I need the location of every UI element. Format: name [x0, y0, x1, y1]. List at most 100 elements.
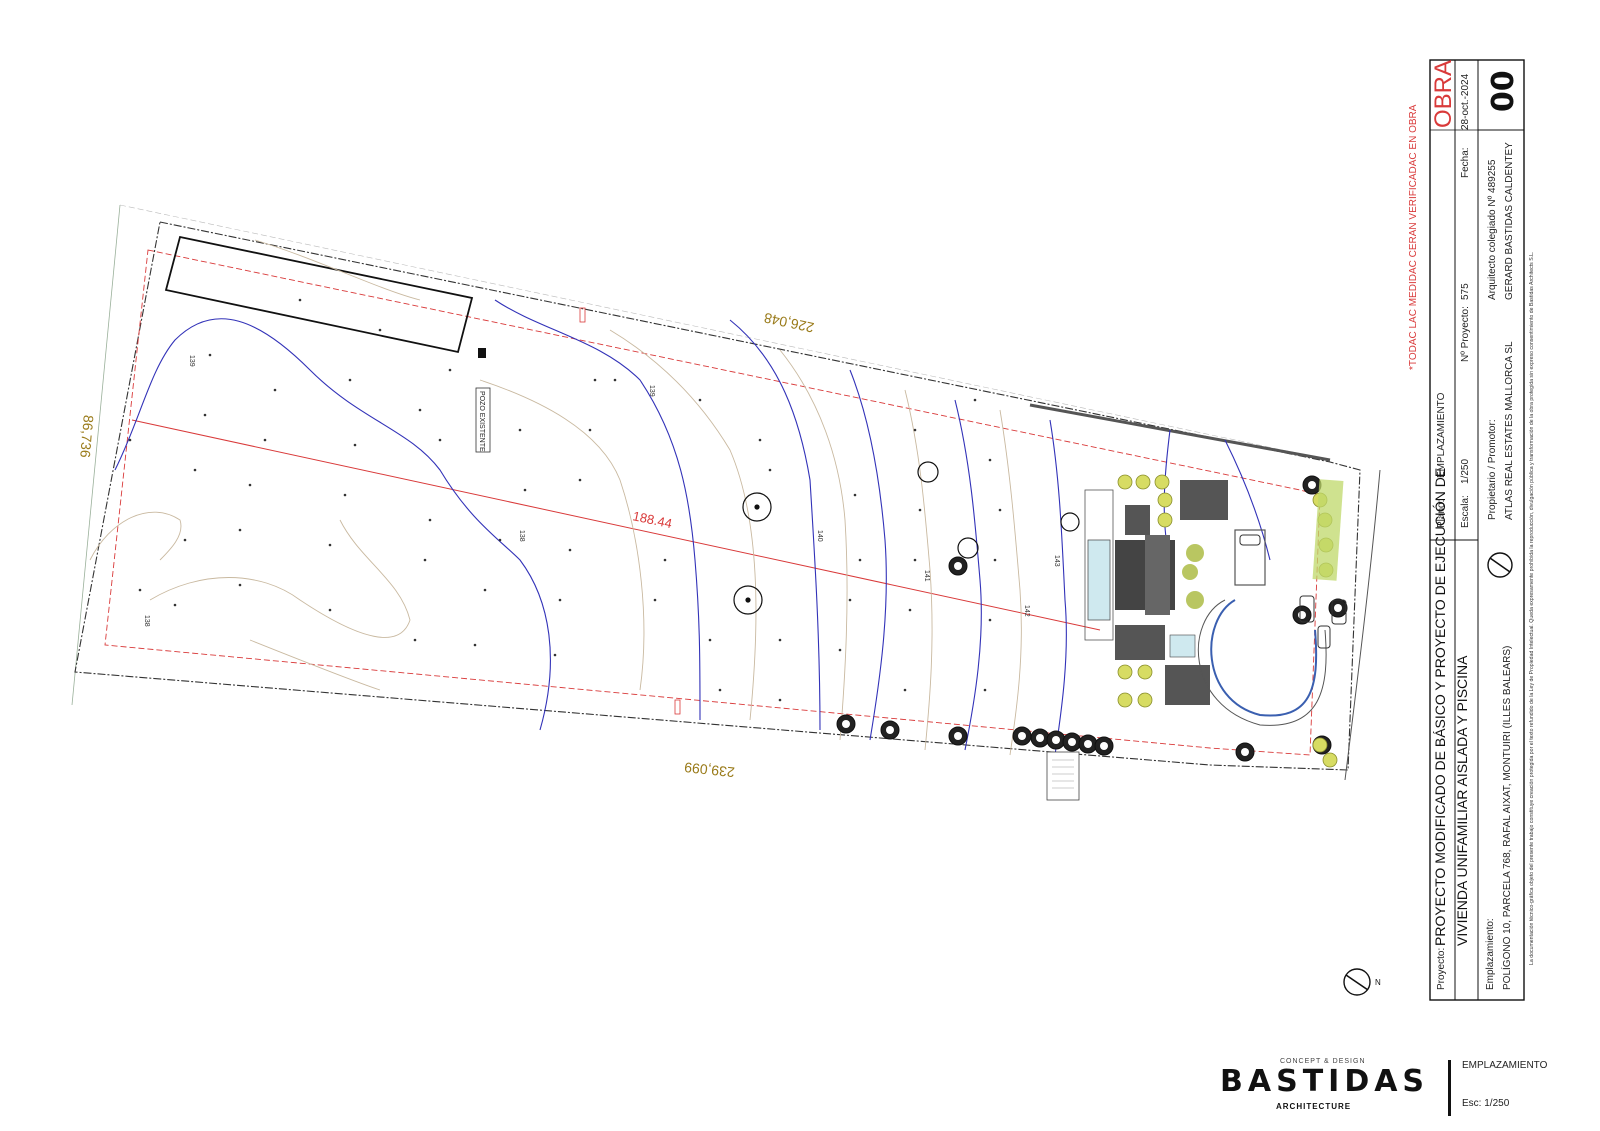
- pool: [1087, 539, 1111, 621]
- survey-point: [423, 558, 427, 562]
- survey-point: [663, 558, 667, 562]
- tree-icon: [1062, 732, 1082, 752]
- tree-icon: [1046, 730, 1066, 750]
- house-footprint: [1084, 480, 1327, 726]
- survey-point: [248, 483, 252, 487]
- tree-icon: [836, 714, 856, 734]
- survey-point: [698, 398, 702, 402]
- date-value: 28-oct.-2024: [1460, 73, 1471, 130]
- north-arrow-small-icon: [1487, 552, 1513, 578]
- proyecto-line2: VIVIENDA UNIFAMILIAR AISLADA Y PISCINA: [1454, 655, 1470, 946]
- existing-trees: [733, 461, 1080, 615]
- sheet-number: 00: [1486, 70, 1521, 112]
- parking-cars: [1239, 534, 1347, 649]
- tree-icon: [880, 720, 900, 740]
- tree-icon: [1302, 475, 1322, 495]
- existing-shed: [164, 235, 474, 354]
- survey-point: [498, 538, 502, 542]
- survey-point: [858, 558, 862, 562]
- survey-point: [518, 428, 522, 432]
- survey-point: [973, 398, 977, 402]
- survey-point: [413, 638, 417, 642]
- reference-axis-top: [119, 204, 1331, 461]
- contour-lines-major: [114, 299, 1271, 756]
- shrub-icon: [1157, 512, 1173, 528]
- survey-point: [903, 688, 907, 692]
- survey-point: [418, 408, 422, 412]
- proyecto-label: Proyecto:: [1436, 947, 1447, 990]
- tree-icon: [1235, 742, 1255, 762]
- promotor-value: ATLAS REAL ESTATES MALLORCA SL: [1504, 341, 1515, 520]
- survey-point: [343, 493, 347, 497]
- architect-line: Arquitecto colegiado Nº 489255: [1487, 159, 1498, 300]
- measure-warning: *TODAC LAC MEDIDAC CERAN VERIFICADAC EN …: [1408, 104, 1419, 370]
- company-logo: CONCEPT & DESIGN BASTIDAS ARCHITECTURE: [1220, 1058, 1424, 1118]
- survey-point: [918, 508, 922, 512]
- survey-point: [208, 353, 212, 357]
- survey-point: [238, 528, 242, 532]
- survey-point: [988, 458, 992, 462]
- shrub-icon: [1154, 474, 1170, 490]
- escala-value: 1/250: [1460, 458, 1471, 484]
- shrub-icon: [1117, 664, 1133, 680]
- survey-point: [593, 378, 597, 382]
- svg-text:139: 139: [188, 355, 195, 367]
- stage-label: OBRA: [1430, 59, 1457, 128]
- boundary-wall: [1029, 403, 1331, 462]
- emplazamiento-label: Emplazamiento:: [1485, 918, 1496, 990]
- survey-point: [558, 598, 562, 602]
- tree-icon: [948, 726, 968, 746]
- survey-point: [523, 488, 527, 492]
- survey-point: [138, 588, 142, 592]
- svg-text:N: N: [1375, 978, 1381, 987]
- architect-name: GERARD BASTIDAS CALDENTEY: [1504, 142, 1515, 300]
- survey-point: [913, 558, 917, 562]
- well-marker: [478, 348, 486, 358]
- setback-line: [104, 249, 1321, 756]
- footer-sheet-scale: Esc: 1/250: [1462, 1098, 1510, 1109]
- survey-point: [838, 648, 842, 652]
- diagonal-dimension-text: 188.44: [631, 508, 673, 531]
- footer-divider: [1448, 1060, 1451, 1116]
- survey-point: [263, 438, 267, 442]
- survey-point: [428, 518, 432, 522]
- survey-point: [778, 698, 782, 702]
- setback-marker: [674, 699, 681, 715]
- title-block-frame: [1429, 59, 1525, 1001]
- logo-name: BASTIDAS: [1220, 1064, 1430, 1099]
- plano-value: EMPLAZAMIENTO: [1436, 392, 1447, 478]
- svg-text:138: 138: [143, 615, 150, 627]
- plan-legend-box: [1046, 751, 1080, 801]
- shrub-icon: [1135, 474, 1151, 490]
- date-label: Fecha:: [1460, 147, 1471, 178]
- survey-point: [328, 543, 332, 547]
- svg-text:143: 143: [1053, 555, 1060, 567]
- survey-point: [328, 608, 332, 612]
- tree-icon: [1292, 605, 1312, 625]
- survey-point: [483, 588, 487, 592]
- survey-point: [983, 688, 987, 692]
- tree-icon: [1094, 736, 1114, 756]
- survey-point: [998, 508, 1002, 512]
- survey-point: [298, 298, 302, 302]
- bottom-edge-dimension: 239,099: [683, 759, 735, 780]
- shrub-icon: [1137, 692, 1153, 708]
- survey-point: [553, 653, 557, 657]
- survey-point: [853, 493, 857, 497]
- shrub-icon: [1137, 664, 1153, 680]
- legal-note: La documentación técnico-gráfica objeto …: [1529, 251, 1535, 965]
- tree-icon: [1078, 734, 1098, 754]
- survey-point: [173, 603, 177, 607]
- survey-point: [128, 438, 132, 442]
- survey-point: [913, 428, 917, 432]
- logo-tagline: CONCEPT & DESIGN: [1280, 1058, 1366, 1065]
- tree-icon: [1030, 728, 1050, 748]
- survey-point: [378, 328, 382, 332]
- survey-point: [448, 368, 452, 372]
- survey-point: [993, 558, 997, 562]
- survey-point: [438, 438, 442, 442]
- survey-points: [128, 298, 1002, 702]
- tree-row: [836, 475, 1348, 762]
- contour-lines-minor: [89, 239, 1022, 756]
